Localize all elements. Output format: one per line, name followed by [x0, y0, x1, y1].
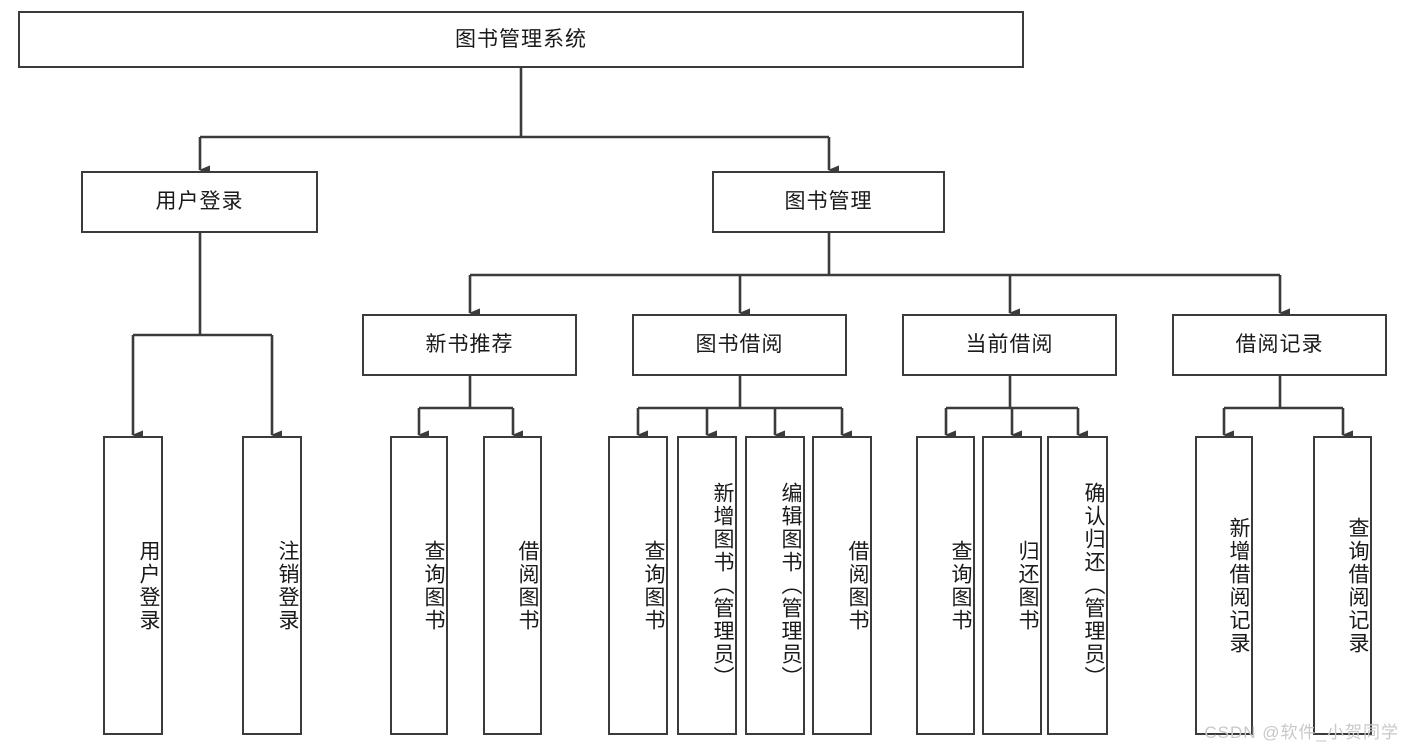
- node-label: 借阅记录: [1235, 333, 1324, 357]
- node-user-login-module[interactable]: 用户登录: [81, 171, 318, 233]
- node-borrow-record[interactable]: 借阅记录: [1172, 314, 1387, 376]
- node-new-book-recommend[interactable]: 新书推荐: [362, 314, 577, 376]
- node-label: 借阅图书: [516, 539, 539, 632]
- node-leaf-new-borrow-book[interactable]: 借阅图书: [483, 436, 542, 735]
- node-label: 用户登录: [155, 190, 244, 214]
- node-book-borrow[interactable]: 图书借阅: [632, 314, 847, 376]
- node-label: 借阅图书: [846, 539, 869, 632]
- node-leaf-record-query[interactable]: 查询借阅记录: [1313, 436, 1372, 735]
- node-label: 用户登录: [137, 539, 160, 632]
- node-label: 图书管理: [784, 190, 873, 214]
- node-label: 查询图书: [422, 539, 445, 632]
- node-leaf-user-login[interactable]: 用户登录: [103, 436, 163, 735]
- node-label: 编辑图书（管理员）: [779, 482, 802, 689]
- node-label: 确认归还（管理员）: [1082, 482, 1105, 689]
- node-leaf-borrow-add-book-admin[interactable]: 新增图书（管理员）: [677, 436, 737, 735]
- node-current-borrow[interactable]: 当前借阅: [902, 314, 1117, 376]
- node-label: 查询借阅记录: [1346, 516, 1369, 655]
- node-label: 查询图书: [949, 539, 972, 632]
- node-leaf-current-return-book[interactable]: 归还图书: [982, 436, 1042, 735]
- csdn-watermark: CSDN @软件_小贺同学: [1204, 723, 1399, 742]
- node-label: 新书推荐: [425, 333, 514, 357]
- node-leaf-borrow-edit-book-admin[interactable]: 编辑图书（管理员）: [745, 436, 805, 735]
- node-label: 图书借阅: [695, 333, 784, 357]
- node-label: 新增图书（管理员）: [711, 482, 734, 689]
- node-leaf-new-query-book[interactable]: 查询图书: [390, 436, 448, 735]
- node-leaf-current-confirm-return-admin[interactable]: 确认归还（管理员）: [1047, 436, 1108, 735]
- node-leaf-borrow-query-book[interactable]: 查询图书: [608, 436, 668, 735]
- node-label: 查询图书: [642, 539, 665, 632]
- node-label: 图书管理系统: [455, 27, 587, 51]
- node-label: 注销登录: [276, 539, 299, 632]
- node-leaf-current-query-book[interactable]: 查询图书: [916, 436, 975, 735]
- node-leaf-user-logout[interactable]: 注销登录: [242, 436, 302, 735]
- node-book-management-module[interactable]: 图书管理: [712, 171, 945, 233]
- node-label: 归还图书: [1016, 539, 1039, 632]
- node-root-system[interactable]: 图书管理系统: [18, 11, 1024, 68]
- node-leaf-record-add[interactable]: 新增借阅记录: [1195, 436, 1253, 735]
- node-label: 新增借阅记录: [1227, 516, 1250, 655]
- node-leaf-borrow-borrow-book[interactable]: 借阅图书: [812, 436, 872, 735]
- node-label: 当前借阅: [965, 333, 1054, 357]
